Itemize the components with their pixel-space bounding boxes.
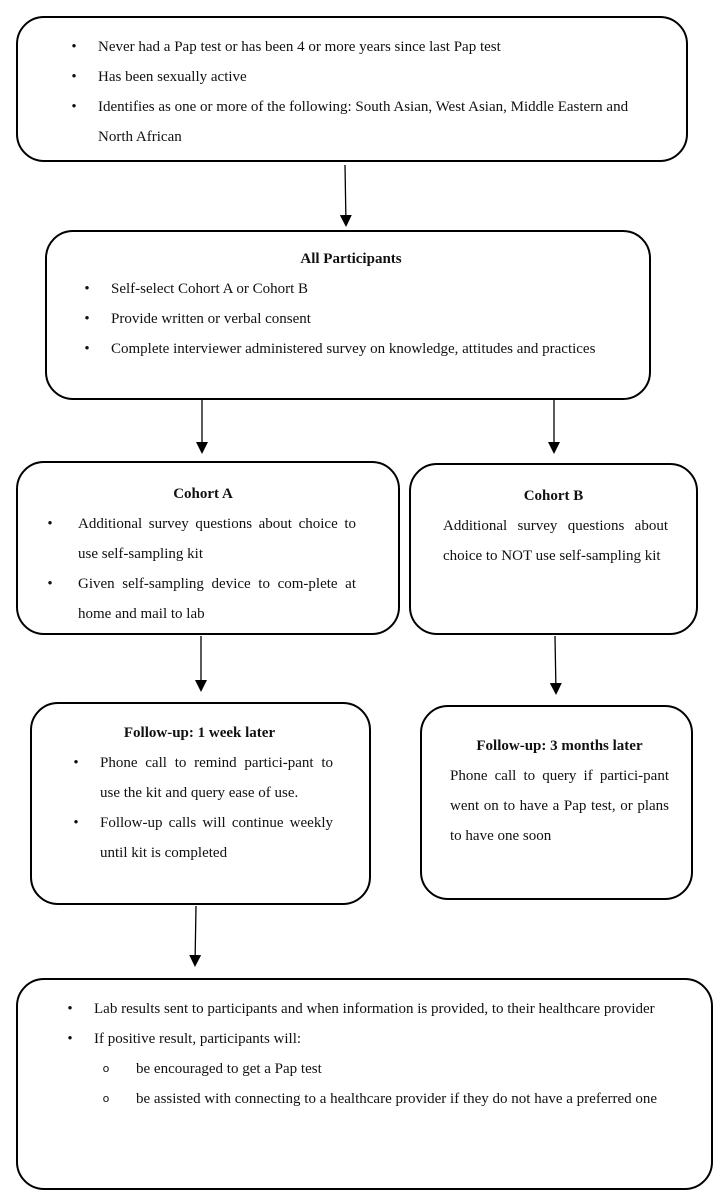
cohort-a-title: Cohort A [173, 486, 233, 502]
results-item: • Lab results sent to participants and w… [60, 994, 667, 1024]
eligibility-box: • Never had a Pap test or has been 4 or … [16, 16, 688, 162]
bullet-icon: • [47, 516, 53, 532]
bullet-icon: • [67, 1031, 73, 1047]
bullet-icon: • [73, 755, 79, 771]
cohort-b-box: Cohort B Additional survey questions abo… [409, 463, 698, 635]
results-item: • If positive result, participants will:… [60, 1024, 667, 1114]
cohort-a-box: Cohort A • Additional survey questions a… [16, 461, 400, 635]
circle-bullet-icon: o [102, 1092, 110, 1105]
bullet-icon: • [71, 69, 77, 85]
bullet-icon: • [71, 99, 77, 115]
arrow-followup-to-results [189, 905, 202, 967]
arrow-eligibility-to-all [339, 164, 352, 227]
cohort-a-item: • Given self-sampling device to com-plet… [40, 569, 356, 629]
bullet-icon: • [84, 281, 90, 297]
bullet-icon: • [71, 39, 77, 55]
results-sub-item: o be assisted with connecting to a healt… [60, 1084, 667, 1114]
followup-b-title: Follow-up: 3 months later [476, 738, 643, 754]
cohort-a-item: • Additional survey questions about choi… [40, 509, 356, 569]
eligibility-item: • Has been sexually active [66, 62, 658, 92]
bullet-icon: • [73, 815, 79, 831]
all-participants-box: All Participants • Self-select Cohort A … [45, 230, 651, 400]
all-participants-item: • Complete interviewer administered surv… [77, 334, 625, 364]
followup-a-box: Follow-up: 1 week later • Phone call to … [30, 702, 371, 905]
eligibility-item: • Identifies as one or more of the follo… [66, 92, 658, 152]
followup-b-text: Phone call to query if partici-pant went… [450, 768, 669, 844]
results-box: • Lab results sent to participants and w… [16, 978, 713, 1190]
all-participants-item: • Self-select Cohort A or Cohort B [77, 274, 625, 304]
results-sub-item: o be encouraged to get a Pap test [60, 1054, 667, 1084]
arrow-cohort-b-to-followup [549, 635, 562, 695]
followup-a-item: • Follow-up calls will continue weekly u… [66, 808, 333, 868]
bullet-icon: • [47, 576, 53, 592]
eligibility-item: • Never had a Pap test or has been 4 or … [66, 32, 658, 62]
bullet-icon: • [84, 311, 90, 327]
cohort-b-title: Cohort B [523, 488, 584, 504]
followup-a-title: Follow-up: 1 week later [123, 725, 276, 741]
bullet-icon: • [67, 1001, 73, 1017]
followup-a-item: • Phone call to remind partici-pant to u… [66, 748, 333, 808]
all-participants-title: All Participants [300, 251, 402, 267]
bullet-icon: • [84, 341, 90, 357]
circle-bullet-icon: o [102, 1062, 110, 1075]
all-participants-item: • Provide written or verbal consent [77, 304, 625, 334]
cohort-b-text: Additional survey questions about choice… [443, 518, 668, 564]
followup-b-box: Follow-up: 3 months later Phone call to … [420, 705, 693, 900]
